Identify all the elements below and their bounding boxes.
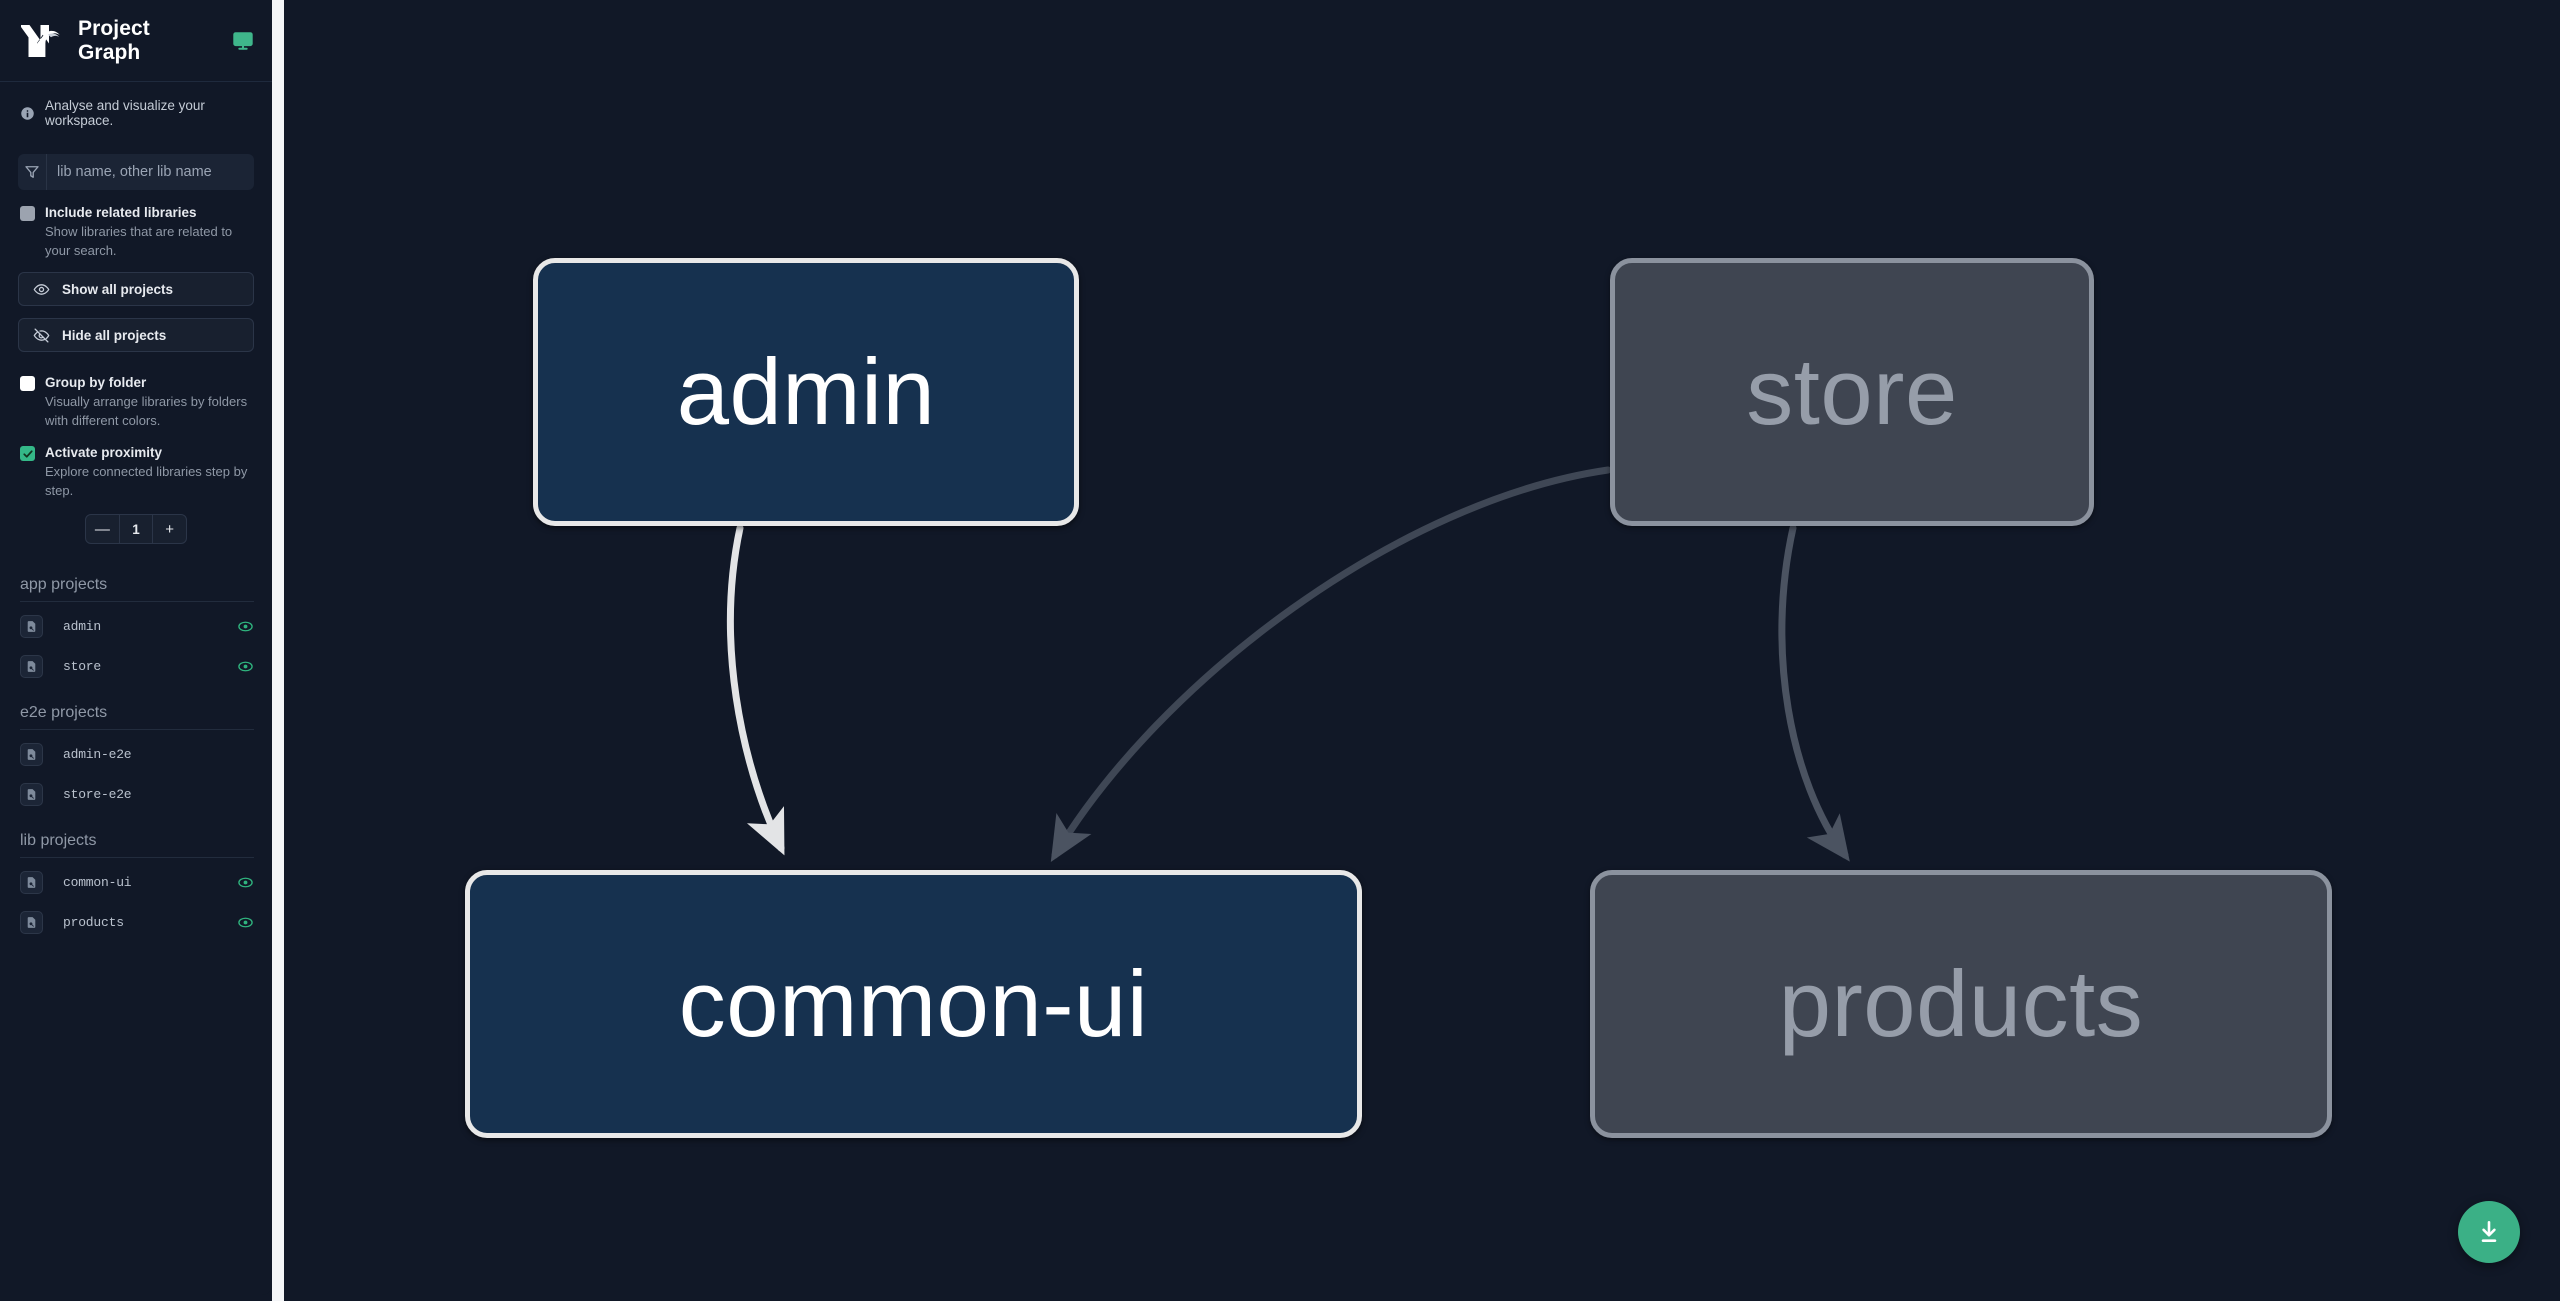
project-row-admin-e2e[interactable]: admin-e2e [20, 734, 254, 774]
option-title: Group by folder [45, 375, 147, 391]
nx-logo-icon [21, 24, 60, 57]
proximity-decrement-button[interactable]: — [86, 515, 120, 544]
group-title-e2e-projects: e2e projects [20, 686, 254, 731]
project-file-icon [20, 782, 43, 806]
page-title: Project Graph [78, 16, 150, 64]
group-title-app-projects: app projects [20, 572, 254, 603]
eye-icon [33, 283, 50, 295]
info-icon [21, 106, 34, 120]
project-row-admin[interactable]: admin [20, 606, 254, 646]
project-groups: app projects admin [0, 572, 272, 1295]
check-icon [22, 450, 33, 458]
include-related-libraries-checkbox[interactable] [20, 206, 35, 221]
option-activate-proximity[interactable]: Activate proximity Explore connected lib… [0, 430, 272, 500]
project-name: admin-e2e [63, 746, 132, 762]
project-row-products[interactable]: products [20, 902, 254, 942]
search-field[interactable] [18, 154, 254, 190]
graph-node-store[interactable]: store [1610, 258, 2094, 526]
group-by-folder-checkbox[interactable] [20, 376, 35, 392]
download-icon [2481, 1220, 2497, 1242]
edge-store-to-common-ui [1050, 466, 1612, 863]
hide-all-projects-label: Hide all projects [62, 327, 167, 343]
monitor-icon[interactable] [232, 30, 254, 52]
project-name: products [63, 914, 124, 930]
sidebar-scrollbar[interactable] [272, 0, 284, 1301]
option-description: Visually arrange libraries by folders wi… [45, 394, 248, 428]
graph-node-label: admin [676, 339, 936, 444]
option-group-by-folder[interactable]: Group by folder Visually arrange librari… [0, 352, 272, 430]
graph-node-label: common-ui [678, 951, 1149, 1056]
option-description: Explore connected libraries step by step… [45, 464, 248, 498]
project-visibility-eye-icon[interactable] [237, 618, 254, 635]
graph-node-admin[interactable]: admin [533, 258, 1079, 526]
project-name: admin [63, 618, 102, 634]
project-visibility-eye-icon[interactable] [237, 914, 254, 931]
group-title-lib-projects: lib projects [20, 814, 254, 859]
project-file-icon [20, 614, 43, 638]
graph-node-common-ui[interactable]: common-ui [465, 870, 1362, 1138]
sidebar: Project Graph Analyse and visualize your… [0, 0, 272, 1295]
project-name: store-e2e [63, 786, 132, 802]
project-row-common-ui[interactable]: common-ui [20, 862, 254, 902]
project-file-icon [20, 910, 43, 934]
proximity-stepper[interactable]: — 1 + [85, 514, 187, 545]
search-input[interactable] [47, 154, 254, 190]
graph-node-label: products [1778, 951, 2144, 1056]
project-row-store[interactable]: store [20, 646, 254, 686]
project-visibility-eye-icon[interactable] [237, 874, 254, 891]
project-file-icon [20, 654, 43, 678]
proximity-value: 1 [132, 521, 140, 537]
option-title: Activate proximity [45, 445, 163, 461]
project-name: store [63, 658, 102, 674]
eye-off-icon [33, 328, 50, 343]
project-visibility-eye-icon[interactable] [237, 658, 254, 675]
edge-store-to-products [1778, 524, 1850, 862]
project-file-icon [20, 870, 43, 894]
show-all-projects-label: Show all projects [62, 281, 174, 297]
option-include-related-libraries[interactable]: Include related libraries Show libraries… [0, 190, 272, 260]
proximity-increment-button[interactable]: + [152, 515, 186, 544]
graph-node-label: store [1746, 339, 1958, 444]
tagline-text: Analyse and visualize your workspace. [45, 98, 205, 128]
option-title: Include related libraries [45, 205, 197, 220]
show-all-projects-button[interactable]: Show all projects [18, 272, 254, 307]
project-name: common-ui [63, 874, 132, 890]
edge-admin-to-common-ui [726, 524, 785, 856]
option-description: Show libraries that are related to your … [45, 224, 233, 258]
sidebar-header: Project Graph [0, 0, 272, 82]
download-image-button[interactable] [2458, 1201, 2520, 1263]
tagline: Analyse and visualize your workspace. [0, 82, 272, 136]
project-row-store-e2e[interactable]: store-e2e [20, 774, 254, 814]
graph-node-products[interactable]: products [1590, 870, 2332, 1138]
filter-icon [18, 154, 47, 190]
activate-proximity-checkbox[interactable] [20, 446, 35, 462]
project-file-icon [20, 742, 43, 766]
hide-all-projects-button[interactable]: Hide all projects [18, 318, 254, 353]
